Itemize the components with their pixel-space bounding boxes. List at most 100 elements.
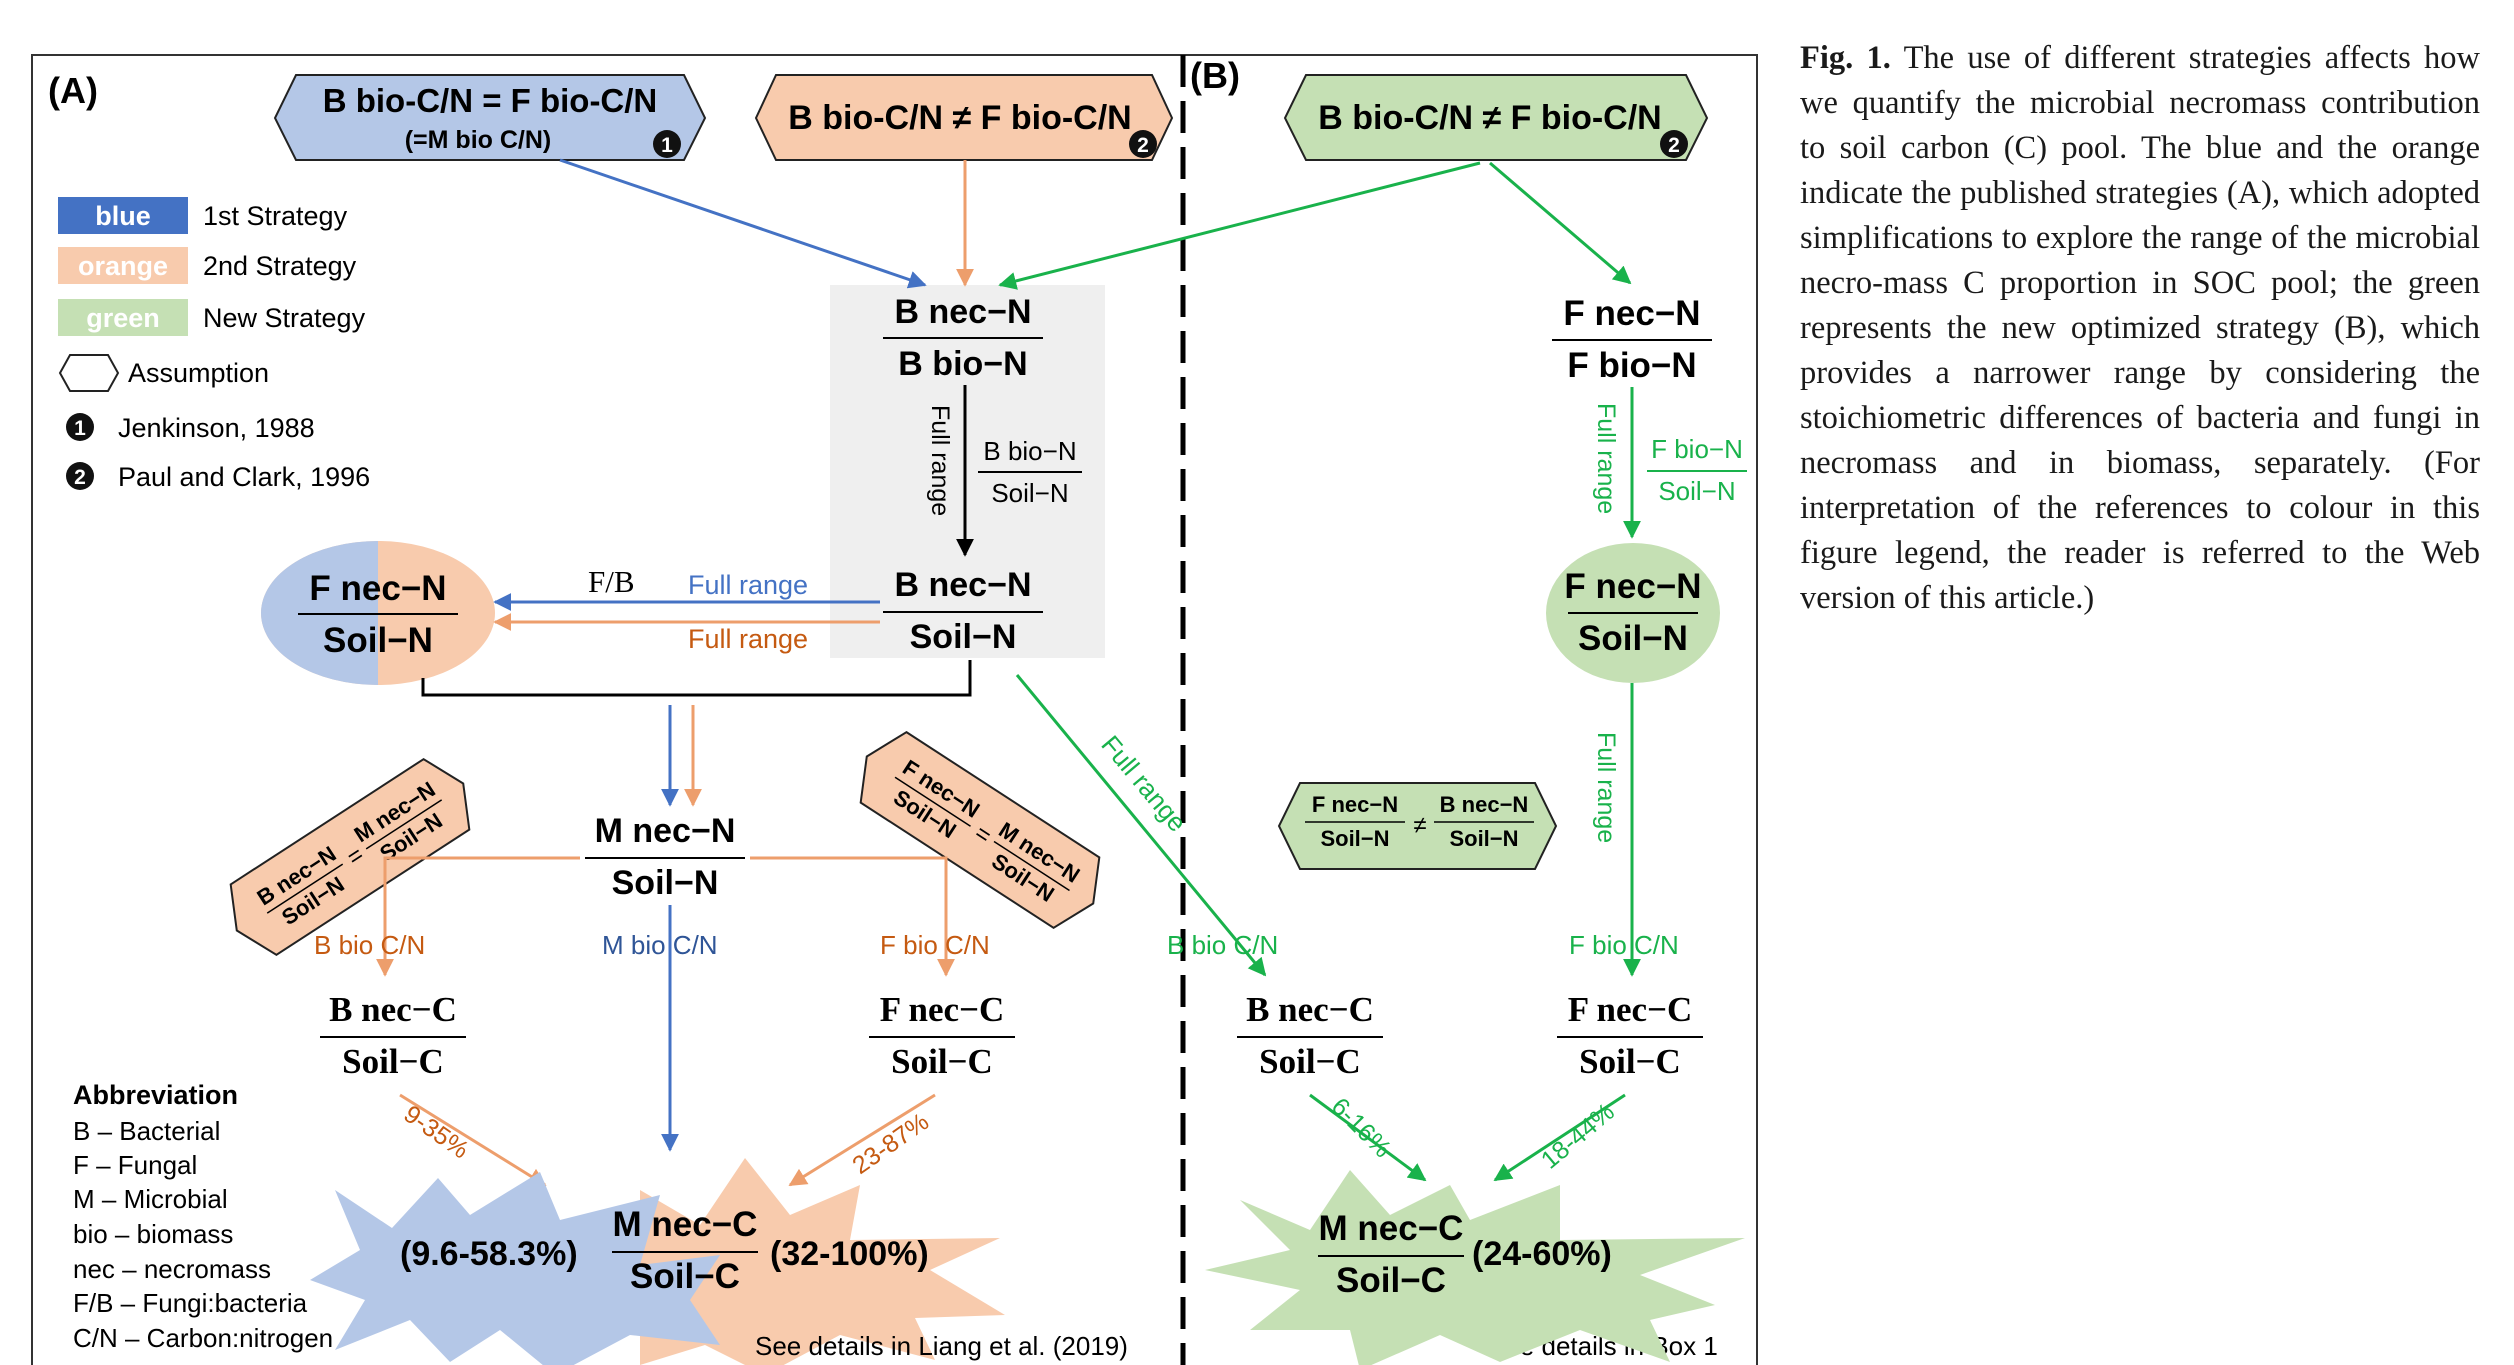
svg-text:Assumption: Assumption [128,358,269,388]
panel-a-label: (A) [48,70,98,111]
svg-text:B bio−N: B bio−N [983,436,1076,466]
arrow-orange-fnecc-to-mnecc [788,1093,936,1187]
legend-green-label: New Strategy [203,303,366,333]
svg-text:Soil−N: Soil−N [1578,619,1688,658]
svg-text:M nec−N: M nec−N [595,812,736,850]
burst-range-green: (24-60%) [1472,1235,1612,1273]
svg-text:F nec−C: F nec−C [1568,990,1693,1029]
ref-marker-2-b [1660,130,1688,158]
legend-hexagon-icon [58,354,120,392]
fraction-fbion-soiln: F bio−N Soil−N [1647,434,1747,506]
svg-text:Abbreviation: Abbreviation [73,1080,238,1110]
svg-text:F nec−N: F nec−N [1564,567,1701,606]
arrow-green-fnecc-to-mnecc [1493,1093,1626,1182]
svg-text:Soil−N: Soil−N [991,478,1068,508]
fraction-bnecn-soiln: B nec−N Soil−N [883,566,1043,656]
fraction-bnecc-soilc-b: B nec−C Soil−C [1237,990,1383,1081]
burst-orange [640,1158,1005,1365]
legend-blue-label: 1st Strategy [203,201,348,231]
svg-text:Soil−C: Soil−C [342,1042,444,1081]
fraction-bnecn-bbion: B nec−N B bio−N [883,293,1043,383]
legend-swatch-blue [58,197,188,234]
arrow-orange-branch-left [376,856,580,977]
svg-text:M nec−C: M nec−C [1319,1209,1464,1248]
burst-blue [310,1172,720,1365]
full-range-green-vertical-1: Full range [1592,403,1620,514]
svg-text:B nec−N: B nec−N [895,566,1032,604]
svg-text:Soil−N: Soil−N [323,621,433,660]
svg-text:2: 2 [1137,134,1149,157]
svg-text:Soil−C: Soil−C [630,1257,740,1296]
svg-text:F nec−N: F nec−N [309,569,446,608]
svg-text:B bio-C/N ≠ F bio-C/N: B bio-C/N ≠ F bio-C/N [1318,99,1662,137]
inequality-hexagon: F nec−N Soil−N ≠ B nec−N Soil−N [1277,782,1558,870]
svg-text:2: 2 [1668,134,1680,157]
legend-swatch-green [58,299,188,336]
legend-swatch-orange [58,247,188,284]
svg-text:B bio-C/N ≠ F bio-C/N: B bio-C/N ≠ F bio-C/N [788,99,1132,137]
assumption-unequal-cn-b: B bio-C/N ≠ F bio-C/N 2 [1283,74,1709,161]
merge-bracket [421,660,972,697]
svg-text:bio – biomass: bio – biomass [73,1219,233,1249]
full-range-green-vertical-2: Full range [1592,732,1620,843]
legend: blue 1st Strategy orange 2nd Strategy gr… [58,197,370,492]
svg-text:Soil−C: Soil−C [1336,1261,1446,1300]
footnote-a: See details in Liang et al. (2019) [755,1331,1128,1361]
svg-text:2: 2 [74,466,86,489]
arrow-orange-bnecc-to-mnecc [399,1093,547,1187]
label-f-bio-cn-green: F bio C/N [1569,930,1679,960]
arrow-green-to-bacterial [998,161,1481,290]
fraction-mnecn-soiln: M nec−N Soil−N [585,812,745,902]
fb-ratio-label: F/B [588,564,635,599]
legend-ref-1-icon [66,413,94,441]
svg-text:F nec−C: F nec−C [880,990,1005,1029]
svg-text:orange: orange [78,251,168,281]
arrow-green-bnecc-to-mnecc [1309,1093,1427,1182]
svg-text:1: 1 [661,134,673,157]
panel-b-label: (B) [1190,55,1240,96]
ref-marker-1 [653,130,681,158]
full-range-orange-label: Full range [688,624,808,654]
svg-text:blue: blue [95,201,151,231]
svg-text:M – Microbial: M – Microbial [73,1184,228,1214]
percent-range-green-fungal: 18-44% [1536,1098,1620,1175]
figure-frame [31,54,1758,1365]
assumption-equal-cn: B bio-C/N = F bio-C/N (=M bio C/N) 1 [273,74,707,161]
svg-text:B nec−N: B nec−N [895,293,1032,331]
fraction-mnecc-soilc-a: M nec−C Soil−C [612,1205,758,1296]
svg-text:Soil−N: Soil−N [612,864,719,902]
svg-text:F bio−N: F bio−N [1651,434,1743,464]
svg-text:B bio−N: B bio−N [898,345,1027,383]
svg-text:Soil−N: Soil−N [1320,826,1389,851]
full-range-vertical-label: Full range [926,405,954,516]
abbreviation-list: Abbreviation B – Bacterial F – Fungal M … [73,1080,333,1353]
svg-text:B nec−C: B nec−C [329,990,457,1029]
caption-label: Fig. 1. [1800,40,1891,76]
arrow-blue-assumption [559,158,927,289]
svg-text:(=M bio C/N): (=M bio C/N) [405,126,552,154]
label-f-bio-cn-orange: F bio C/N [880,930,990,960]
svg-text:Paul and Clark, 1996: Paul and Clark, 1996 [118,462,370,492]
svg-text:F bio−N: F bio−N [1567,346,1696,385]
svg-text:C/N – Carbon:nitrogen: C/N – Carbon:nitrogen [73,1323,333,1353]
fraction-bnecc-soilc-a: B nec−C Soil−C [320,990,466,1081]
svg-text:B nec−C: B nec−C [1246,990,1374,1029]
fraction-fnecn-fbion: F nec−N F bio−N [1552,294,1712,385]
fraction-fnecc-soilc-b: F nec−C Soil−C [1557,990,1703,1081]
svg-text:Soil−N: Soil−N [910,618,1017,656]
fungal-necromass-node-b: F nec−N Soil−N [1546,543,1720,683]
svg-text:F nec−N: F nec−N [1563,294,1700,333]
burst-range-blue: (9.6-58.3%) [400,1235,578,1273]
svg-text:F – Fungal: F – Fungal [73,1150,197,1180]
legend-orange-label: 2nd Strategy [203,251,357,281]
arrow-orange-branch-right [750,856,955,977]
label-b-bio-cn-green: B bio C/N [1167,930,1278,960]
svg-text:Soil−C: Soil−C [891,1042,993,1081]
ref-marker-2 [1129,130,1157,158]
assumption-unequal-cn-a: B bio-C/N ≠ F bio-C/N 2 [754,74,1174,161]
fraction-bbion-soiln: B bio−N Soil−N [978,436,1082,508]
caption-text: The use of different strategies affects … [1800,40,2480,616]
svg-text:B nec−N: B nec−N [1440,792,1529,817]
equality-hexagon-bacterial: B nec−N Soil−N = M nec−N Soil−N [229,757,471,957]
svg-text:Soil−C: Soil−C [1259,1042,1361,1081]
